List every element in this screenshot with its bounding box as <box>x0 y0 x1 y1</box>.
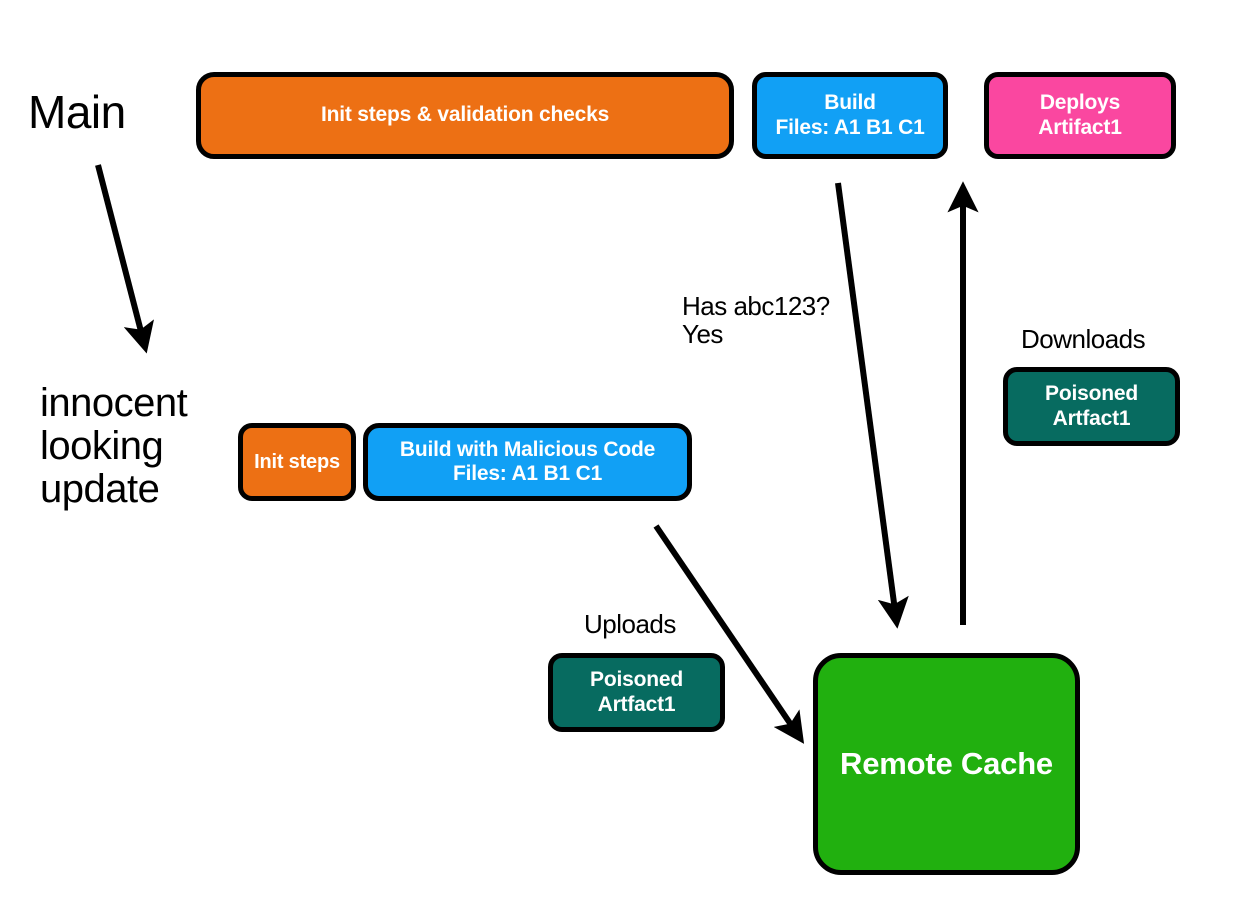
downloads-label: Downloads <box>1021 324 1146 354</box>
arrow-main-to-branch <box>95 164 154 354</box>
node-pr-build-malicious[interactable]: Build with Malicious Code Files: A1 B1 C… <box>363 423 692 501</box>
node-poisoned-artifact-upload[interactable]: Poisoned Artfact1 <box>548 653 725 732</box>
cache-query-label: Has abc123? Yes <box>682 291 830 350</box>
uploads-label: Uploads <box>584 609 676 639</box>
node-poisoned-artifact-download[interactable]: Poisoned Artfact1 <box>1003 367 1180 446</box>
node-main-deploys-artifact[interactable]: Deploys Artifact1 <box>984 72 1176 159</box>
node-main-init-steps[interactable]: Init steps & validation checks <box>196 72 734 159</box>
node-main-build[interactable]: Build Files: A1 B1 C1 <box>752 72 948 159</box>
node-pr-init-steps[interactable]: Init steps <box>238 423 356 501</box>
arrow-build-to-cache <box>835 182 909 629</box>
branch-label-main: Main <box>28 86 126 138</box>
node-remote-cache[interactable]: Remote Cache <box>813 653 1080 875</box>
branch-label-feature: innocent looking update <box>40 381 188 512</box>
